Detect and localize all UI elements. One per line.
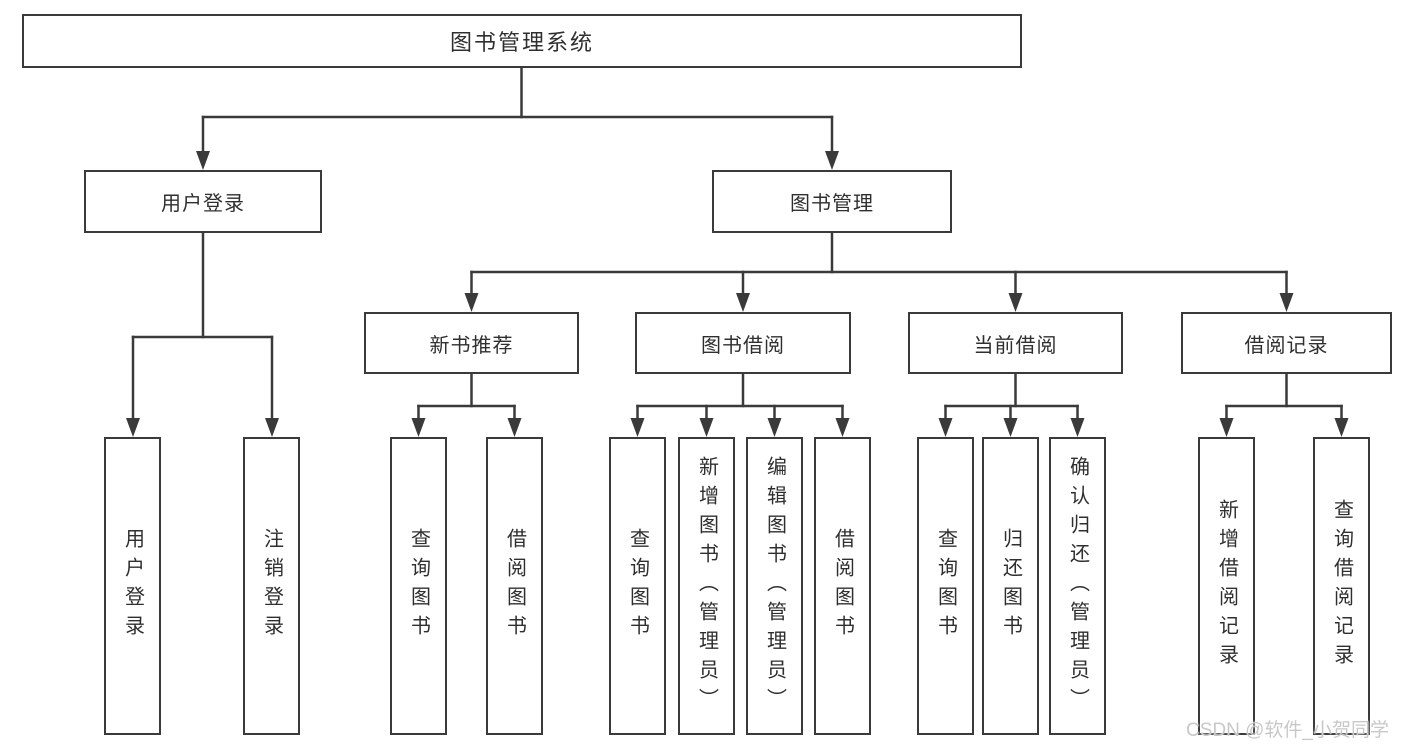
node-library-management-system: 图书管理系统 (22, 14, 1022, 68)
node-label: 查询图书 (626, 528, 649, 644)
leaf-current-query-books: 查询图书 (917, 437, 974, 735)
node-label: 借阅图书 (831, 528, 854, 644)
node-label: 归还图书 (999, 528, 1022, 644)
leaf-borrow-books: 借阅图书 (814, 437, 871, 735)
node-borrow-records: 借阅记录 (1181, 312, 1392, 374)
node-label: 编辑图书（管理员） (763, 455, 786, 717)
node-label: 图书管理系统 (449, 30, 594, 55)
leaf-edit-books-admin: 编辑图书（管理员） (746, 437, 803, 735)
leaf-logout-login: 注销登录 (243, 437, 300, 735)
node-label: 用户登录 (161, 193, 245, 215)
node-current-borrow: 当前借阅 (908, 312, 1123, 374)
leaf-return-books: 归还图书 (982, 437, 1039, 735)
node-book-borrow: 图书借阅 (635, 312, 851, 374)
leaf-user-login: 用户登录 (104, 437, 161, 735)
leaf-recommend-borrow-books: 借阅图书 (486, 437, 543, 735)
leaf-confirm-return-admin: 确认归还（管理员） (1049, 437, 1106, 735)
node-label: 新增借阅记录 (1215, 499, 1238, 673)
node-label: 图书管理 (790, 193, 874, 215)
node-label: 当前借阅 (973, 334, 1058, 357)
node-label: 图书借阅 (701, 334, 785, 357)
node-label: 用户登录 (121, 528, 144, 644)
node-label: 注销登录 (260, 528, 283, 644)
node-label: 查询借阅记录 (1330, 499, 1353, 673)
node-label: 借阅图书 (503, 528, 526, 644)
node-new-book-recommend: 新书推荐 (364, 312, 579, 374)
csdn-watermark: CSDN @软件_小贺同学 (1186, 720, 1389, 741)
node-label: 新增图书（管理员） (695, 455, 718, 717)
leaf-add-books-admin: 新增图书（管理员） (678, 437, 735, 735)
leaf-borrow-query-books: 查询图书 (609, 437, 666, 735)
leaf-query-borrow-record: 查询借阅记录 (1313, 437, 1370, 735)
node-book-management: 图书管理 (712, 170, 952, 233)
node-label: 新书推荐 (429, 334, 514, 357)
leaf-add-borrow-record: 新增借阅记录 (1198, 437, 1255, 735)
node-label: 确认归还（管理员） (1066, 455, 1089, 717)
node-label: 借阅记录 (1244, 334, 1329, 357)
node-label: 查询图书 (407, 528, 430, 644)
leaf-recommend-query-books: 查询图书 (390, 437, 447, 735)
node-label: 查询图书 (934, 528, 957, 644)
node-user-login: 用户登录 (84, 170, 322, 233)
